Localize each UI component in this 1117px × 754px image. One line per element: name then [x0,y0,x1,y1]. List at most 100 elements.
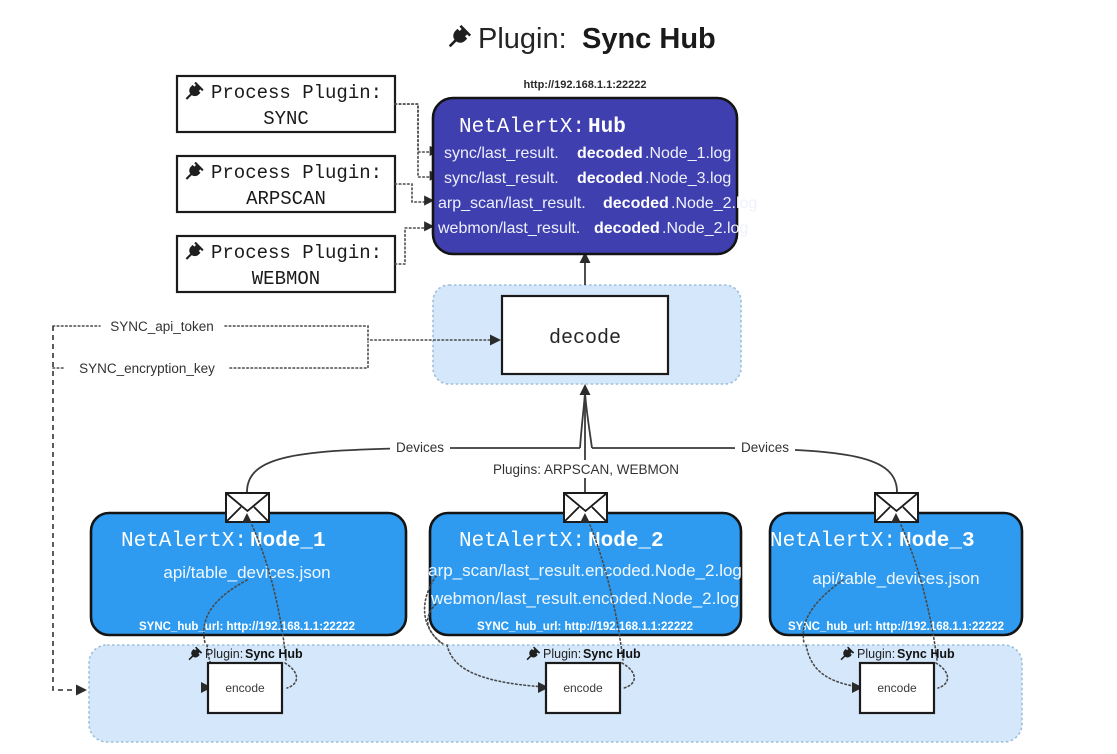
encode-1-plugin-prefix: Plugin: [543,647,581,661]
envelope-icon-folds [225,506,270,523]
encode-0-plugin-name: Sync Hub [245,647,303,661]
node-1-label-name: Node_2 [588,530,664,553]
edge-sync-to-log2 [394,103,434,178]
process-plugin-box-0-rect[interactable] [175,74,397,134]
encode-box-0-label: encode [225,681,265,695]
process-plugin-box-1-rect[interactable] [175,154,397,214]
encode-section-0: Plugin: Sync Hub encode [188,646,303,715]
edge-encode0-out [284,662,298,689]
hub-box-rect[interactable] [431,96,739,256]
node-2-line-0: api/table_devices.json [812,569,979,588]
process-plugin-box-2[interactable]: Process Plugin: WEBMON [175,234,397,294]
edge-arpscan-to-log3 [394,183,428,203]
node-1-label-prefix: NetAlertX: [459,530,585,553]
hub-log-0-pre: sync/last_result. [444,145,559,162]
edge-api-token [52,325,491,341]
edge-encode2-to-envelope [900,524,938,661]
node-1-line-1: webmon/last_result.encoded.Node_2.log [430,589,739,608]
edge-label-devices-left-text: Devices [396,440,444,455]
node-0-label-name: Node_1 [250,530,326,553]
arrow-into-decode [579,384,591,395]
decode-label: decode [549,327,621,350]
hub-log-row-2: arp_scan/last_result. decoded .Node_2.lo… [438,195,757,212]
encode-box-0-rect[interactable] [206,661,284,715]
envelope-icon-flap [874,492,919,513]
encode-2-plugin-prefix: Plugin: [857,647,895,661]
edge-label-plugins-middle-text: Plugins: ARPSCAN, WEBMON [493,462,679,477]
hub-log-1-post: .Node_3.log [645,170,731,187]
edge-node1-to-encode [446,644,546,688]
process-plugin-0-name: SYNC [263,108,309,130]
process-plugin-2-name: WEBMON [252,268,320,290]
hub-log-1-mid: decoded [577,170,643,187]
hub-log-0-mid: decoded [577,145,643,162]
page-title-name: Sync Hub [582,23,716,55]
process-plugin-box-1[interactable]: Process Plugin: ARPSCAN [175,154,397,214]
edge-settings-trunk [52,326,76,691]
encode-2-plugin-name: Sync Hub [897,647,955,661]
process-plugin-box-2-rect[interactable] [175,234,397,294]
hub-log-row-1: sync/last_result. decoded .Node_3.log [444,170,731,187]
node-0-line-0: api/table_devices.json [163,563,330,582]
hub-log-3-pre: webmon/last_result. [437,220,580,237]
encode-box-2-rect[interactable] [858,661,936,715]
hub-box[interactable]: NetAlertX: Hub sync/last_result. decoded… [431,96,757,256]
hub-label-prefix: NetAlertX: [459,116,585,139]
hub-log-2-post: .Node_2.log [671,195,757,212]
encode-box-1-rect[interactable] [544,661,622,715]
node-box-1[interactable]: NetAlertX: Node_2 arp_scan/last_result.e… [428,511,743,637]
setting-encryption-key-label: SYNC_encryption_key [79,361,215,376]
hub-log-2-pre: arp_scan/last_result. [438,195,586,212]
node-1-hub-url: SYNC_hub_url: http://192.168.1.1:22222 [477,621,693,633]
edge-encryption-key [52,341,369,369]
node-0-label-prefix: NetAlertX: [121,530,247,553]
envelope-icon-flap [225,492,270,513]
edge-sync-to-log1 [394,103,434,153]
process-plugin-0-header: Process Plugin: [211,82,382,104]
edge-node2-out [802,579,844,644]
hub-log-row-0: sync/last_result. decoded .Node_1.log [444,145,731,162]
encode-box-1-label: encode [563,681,603,695]
edge-label-devices-right-text: Devices [741,440,789,455]
node-2-hub-url: SYNC_hub_url: http://192.168.1.1:22222 [788,621,1004,633]
node-1-line-0: arp_scan/last_result.encoded.Node_2.log [428,561,742,580]
node-2-label-name: Node_3 [899,530,975,553]
edge-node1-out-b [427,603,444,645]
edge-encode1-to-envelope [589,524,624,661]
process-plugin-box-0[interactable]: Process Plugin: SYNC [175,74,397,134]
node-0-hub-url: SYNC_hub_url: http://192.168.1.1:22222 [139,621,355,633]
hub-label-name: Hub [588,116,626,139]
encode-section-2: Plugin: Sync Hub encode [840,646,955,715]
page-title: Plugin: Sync Hub [448,23,716,55]
encode-0-plugin-prefix: Plugin: [205,647,243,661]
hub-log-1-pre: sync/last_result. [444,170,559,187]
arrow-into-encode-band [76,684,87,696]
decode-box[interactable]: decode [500,294,670,376]
encode-section-1: Plugin: Sync Hub encode [526,646,641,715]
edge-encode0-to-envelope [251,524,287,661]
edge-label-devices-left: Devices [390,438,450,456]
edge-webmon-to-log4 [394,227,428,265]
encode-1-plugin-name: Sync Hub [583,647,641,661]
node-2-label-prefix: NetAlertX: [770,530,896,553]
envelope-icon-flap [563,492,608,513]
edge-label-plugins-middle: Plugins: ARPSCAN, WEBMON [493,460,679,478]
page-title-prefix: Plugin: [478,23,567,55]
node-box-0[interactable]: NetAlertX: Node_1 api/table_devices.json… [89,511,408,637]
edge-node2-to-encode [805,644,860,688]
envelope-icon-folds [874,506,919,523]
decode-box-rect[interactable] [500,294,670,376]
process-plugin-1-header: Process Plugin: [211,162,382,184]
encode-box-2-label: encode [877,681,917,695]
hub-log-3-post: .Node_2.log [662,220,748,237]
edge-encode2-out [935,662,949,689]
hub-url-label: http://192.168.1.1:22222 [524,79,647,91]
process-plugin-2-header: Process Plugin: [211,242,382,264]
process-plugin-1-name: ARPSCAN [246,188,326,210]
hub-log-3-mid: decoded [594,220,660,237]
edge-encode1-out [621,662,636,689]
plug-icon [448,24,472,48]
hub-log-row-3: webmon/last_result. decoded .Node_2.log [437,220,748,237]
